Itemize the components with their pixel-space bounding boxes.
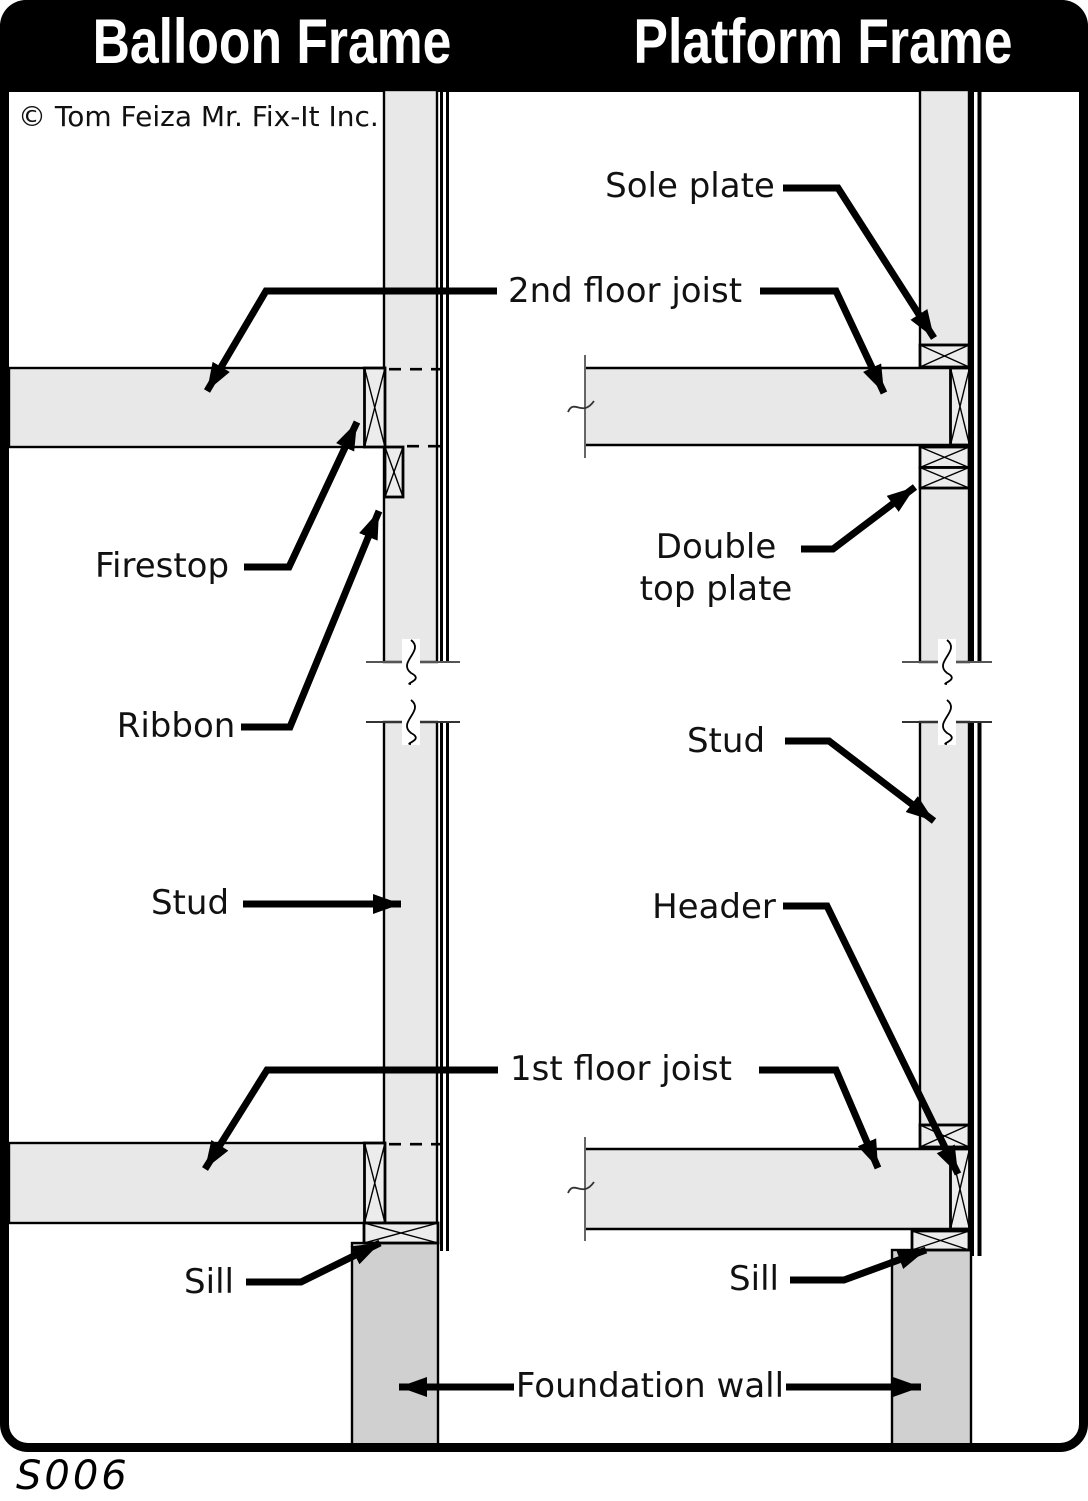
firestop-block-1st-floor xyxy=(363,1141,387,1225)
rim-joist-2nd-floor-block xyxy=(949,366,971,447)
foundation-wall-label: Foundation wall xyxy=(515,1366,785,1406)
sole-plate-label: Sole plate xyxy=(605,166,775,206)
double-top-plate-label: Double top plate xyxy=(640,526,793,610)
leader-firestop xyxy=(244,420,361,571)
second-floor-joist-right xyxy=(567,355,952,458)
first-floor-joist-label: 1st floor joist xyxy=(509,1049,733,1089)
ribbon-label: Ribbon xyxy=(116,706,236,746)
copyright-notice: © Tom Feiza Mr. Fix-It Inc. xyxy=(18,100,379,133)
header-label: Header xyxy=(652,887,776,927)
platform-frame-title-text: Platform Frame xyxy=(633,7,1013,77)
double-top-plate-block xyxy=(918,445,971,490)
platform-stud xyxy=(918,88,971,1127)
leader-sill-left xyxy=(246,1239,382,1286)
sill-label-balloon: Sill xyxy=(184,1262,234,1302)
sole-plate-lower-block xyxy=(918,1123,971,1149)
joist-break-squiggle xyxy=(567,1181,595,1194)
joist-break-squiggle xyxy=(567,400,595,413)
leader-1st-floor-joist-right xyxy=(759,1066,882,1170)
balloon-stud xyxy=(382,88,439,1225)
leader-sole-plate xyxy=(783,184,937,340)
ribbon-block xyxy=(383,445,405,499)
stud-label-balloon: Stud xyxy=(150,883,230,923)
balloon-frame-title: Balloon Frame xyxy=(53,6,491,78)
foundation-wall-right xyxy=(890,1248,973,1449)
foundation-wall-left xyxy=(350,1241,440,1449)
leader-lines xyxy=(202,184,962,1397)
title-bar: Balloon Frame Platform Frame xyxy=(0,0,1088,92)
firestop-label: Firestop xyxy=(94,546,230,586)
second-floor-joist-left xyxy=(7,366,367,449)
leader-double-top-plate xyxy=(801,484,918,553)
leader-2nd-floor-joist-right xyxy=(760,287,888,395)
double-top-plate-label-line1: Double xyxy=(655,527,777,567)
sheathing-left xyxy=(440,92,449,1251)
first-floor-joist-right xyxy=(567,1137,952,1241)
double-top-plate-label-line2: top plate xyxy=(639,569,793,609)
drawing-code: S006 xyxy=(16,1453,130,1499)
wall-break-left xyxy=(366,639,460,745)
balloon-frame-title-text: Balloon Frame xyxy=(92,7,452,77)
wall-break-right xyxy=(902,639,992,745)
leader-ribbon xyxy=(241,509,383,731)
leader-stud-right xyxy=(785,737,937,824)
leader-2nd-floor-joist-left xyxy=(203,287,497,393)
stud-label-platform: Stud xyxy=(686,721,766,761)
platform-frame-title: Platform Frame xyxy=(592,6,1054,78)
sheathing-right xyxy=(970,92,982,1256)
leader-header xyxy=(783,902,962,1176)
sill-label-platform: Sill xyxy=(729,1259,779,1299)
first-floor-joist-left xyxy=(7,1141,367,1225)
firestop-block-2nd-floor xyxy=(363,366,387,449)
sill-block-right xyxy=(910,1229,971,1252)
leader-1st-floor-joist-left xyxy=(202,1066,498,1171)
second-floor-joist-label: 2nd floor joist xyxy=(507,271,743,311)
leader-sill-right xyxy=(790,1246,928,1284)
hidden-joist-dashes xyxy=(389,367,448,1146)
sole-plate-upper-block xyxy=(918,343,971,369)
sill-block-left xyxy=(362,1221,440,1245)
